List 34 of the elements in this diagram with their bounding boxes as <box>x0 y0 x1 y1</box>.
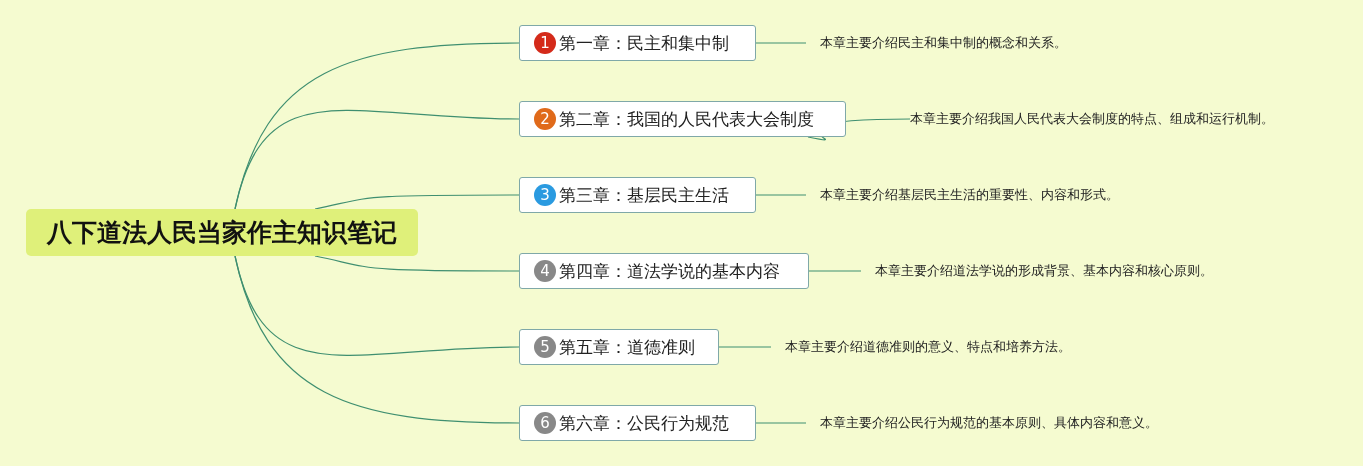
number-badge: 6 <box>534 412 556 434</box>
chapter-title: 第三章：基层民主生活 <box>559 183 729 207</box>
connector-line <box>755 194 807 196</box>
chapter-box <box>519 405 756 441</box>
connector-line <box>234 255 520 424</box>
chapter-box <box>519 25 756 61</box>
connector-line <box>314 194 520 210</box>
number-badge: 3 <box>534 184 556 206</box>
number-badge: 5 <box>534 336 556 358</box>
title-box: 八下道法人民当家作主知识笔记 <box>26 209 418 256</box>
number-badge: 4 <box>534 260 556 282</box>
connector-line <box>808 270 862 272</box>
number-badge: 1 <box>534 32 556 54</box>
chapter-box <box>519 101 846 137</box>
connector-line <box>755 422 807 424</box>
chapter-title: 第五章：道德准则 <box>559 335 695 359</box>
note-text: 本章主要介绍道德准则的意义、特点和培养方法。 <box>785 339 1071 355</box>
connector-line <box>314 255 520 272</box>
note-text: 本章主要介绍基层民主生活的重要性、内容和形式。 <box>820 187 1119 203</box>
note-text: 本章主要介绍公民行为规范的基本原则、具体内容和意义。 <box>820 415 1158 431</box>
note-text: 本章主要介绍民主和集中制的概念和关系。 <box>820 35 1067 51</box>
note-text: 本章主要介绍我国人民代表大会制度的特点、组成和运行机制。 <box>910 111 1274 127</box>
connector-line <box>234 109 520 210</box>
chapter-box <box>519 177 756 213</box>
chapter-box <box>519 329 719 365</box>
number-badge: 2 <box>534 108 556 130</box>
chapter-title: 第二章：我国的人民代表大会制度 <box>559 107 814 131</box>
chapter-title: 第四章：道法学说的基本内容 <box>559 259 780 283</box>
chapter-title: 第一章：民主和集中制 <box>559 31 729 55</box>
connector-line <box>755 42 807 44</box>
connector-line <box>718 346 772 348</box>
chapter-box <box>519 253 809 289</box>
note-text: 本章主要介绍道法学说的形成背景、基本内容和核心原则。 <box>875 263 1213 279</box>
chapter-title: 第六章：公民行为规范 <box>559 411 729 435</box>
